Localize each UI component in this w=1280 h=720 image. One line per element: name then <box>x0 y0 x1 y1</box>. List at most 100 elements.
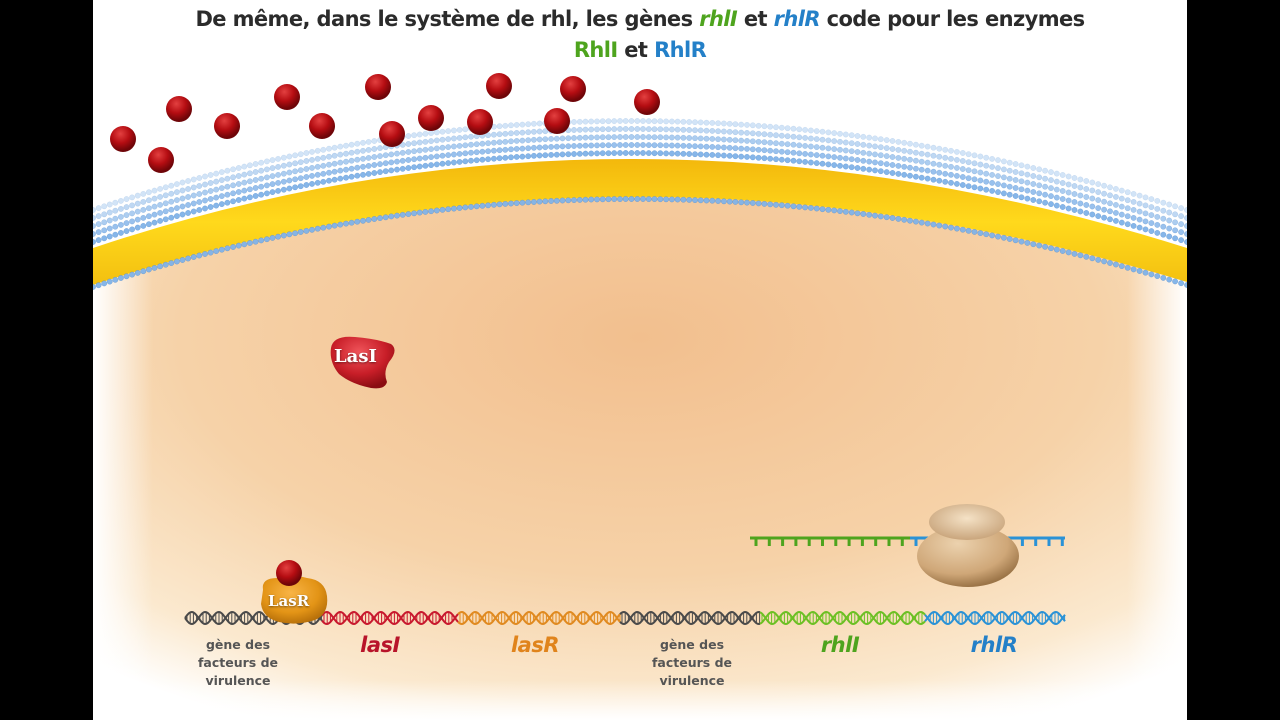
phospholipid-head <box>101 235 108 242</box>
phospholipid-head <box>553 197 560 204</box>
phospholipid-head <box>218 185 225 192</box>
phospholipid-head <box>571 127 577 133</box>
phospholipid-head <box>895 215 902 222</box>
phospholipid-head <box>611 126 618 133</box>
phospholipid-head <box>508 138 514 145</box>
phospholipid-head <box>588 118 595 125</box>
phospholipid-head <box>819 160 826 167</box>
phospholipid-head <box>151 219 158 226</box>
phospholipid-head <box>354 172 361 179</box>
phospholipid-head <box>651 142 658 149</box>
phospholipid-head <box>106 225 113 232</box>
phospholipid-head <box>224 183 231 190</box>
phospholipid-head <box>196 183 203 189</box>
phospholipid-head <box>525 145 532 152</box>
phospholipid-head <box>320 170 327 177</box>
phospholipid-head <box>286 177 293 184</box>
phospholipid-head <box>819 136 826 143</box>
virulence-line: virulence <box>205 673 271 688</box>
autoinducer <box>560 76 586 102</box>
phospholipid-head <box>942 162 949 169</box>
phospholipid-head <box>1112 261 1119 268</box>
phospholipid-head <box>784 125 791 132</box>
phospholipid-head <box>490 131 497 138</box>
phospholipid-head <box>1130 198 1137 205</box>
phospholipid-head <box>813 152 820 159</box>
phospholipid-head <box>645 150 652 157</box>
phospholipid-head <box>697 143 704 150</box>
phospholipid-head <box>241 171 248 178</box>
phospholipid-head <box>1000 234 1007 241</box>
phospholipid-head <box>1095 213 1102 220</box>
phospholipid-head <box>761 123 768 130</box>
phospholipid-head <box>168 214 175 221</box>
phospholipid-head <box>101 227 108 234</box>
phospholipid-head <box>1071 250 1078 257</box>
phospholipid-head <box>196 207 203 213</box>
phospholipid-head <box>796 134 803 141</box>
phospholipid-head <box>462 150 469 157</box>
phospholipid-head <box>907 156 913 163</box>
phospholipid-head <box>140 198 147 205</box>
phospholipid-head <box>508 154 514 161</box>
phospholipid-head <box>703 119 710 126</box>
phospholipid-head <box>502 154 509 161</box>
phospholipid-head <box>907 217 913 224</box>
phospholipid-head <box>936 161 943 168</box>
phospholipid-head <box>767 155 774 162</box>
phospholipid-head <box>825 161 832 168</box>
phospholipid-head <box>314 179 321 186</box>
phospholipid-head <box>767 139 774 146</box>
phospholipid-head <box>303 227 310 234</box>
phospholipid-head <box>134 216 141 223</box>
phospholipid-head <box>1142 194 1149 201</box>
phospholipid-head <box>983 186 990 193</box>
phospholipid-head <box>213 248 220 255</box>
phospholipid-head <box>877 160 884 167</box>
phospholipid-head <box>866 150 873 157</box>
phospholipid-head <box>479 156 486 163</box>
phospholipid-head <box>348 157 355 164</box>
phospholipid-head <box>1053 246 1060 253</box>
phospholipid-head <box>842 139 849 146</box>
phospholipid-head <box>292 176 299 183</box>
phospholipid-head <box>297 175 304 182</box>
phospholipid-head <box>755 146 762 153</box>
phospholipid-head <box>1042 191 1049 198</box>
phospholipid-head <box>989 163 996 170</box>
backbone <box>457 611 621 625</box>
phospholipid-head <box>813 136 820 143</box>
phospholipid-head <box>755 130 762 137</box>
phospholipid-head <box>258 191 265 198</box>
phospholipid-head <box>439 206 446 213</box>
phospholipid-head <box>263 174 270 181</box>
phospholipid-head <box>989 187 996 194</box>
phospholipid-head <box>1000 174 1007 181</box>
phospholipid-head <box>796 158 803 165</box>
phospholipid-head <box>508 146 514 153</box>
phospholipid-head <box>101 203 108 210</box>
phospholipid-head <box>953 148 960 155</box>
phospholipid-head <box>819 152 826 159</box>
phospholipid-head <box>95 282 102 289</box>
phospholipid-head <box>331 160 338 167</box>
phospholipid-head <box>456 150 463 157</box>
phospholipid-head <box>953 225 960 232</box>
phospholipid-head <box>286 161 293 168</box>
phospholipid-head <box>411 148 418 155</box>
phospholipid-head <box>1053 170 1060 177</box>
phospholipid-head <box>825 137 832 144</box>
phospholipid-head <box>179 257 186 263</box>
phospholipid-head <box>842 155 849 162</box>
phospholipid-head <box>1112 201 1119 208</box>
phospholipid-head <box>428 208 435 215</box>
phospholipid-head <box>140 222 147 229</box>
phospholipid-head <box>738 145 745 152</box>
phospholipid-head <box>101 219 108 226</box>
lasR-label: LasR <box>268 592 310 610</box>
phospholipid-head <box>280 162 287 169</box>
lasI-protein <box>330 336 395 389</box>
autoinducer <box>214 113 240 139</box>
phospholipid-head <box>309 148 315 155</box>
phospholipid-head <box>1160 274 1167 281</box>
